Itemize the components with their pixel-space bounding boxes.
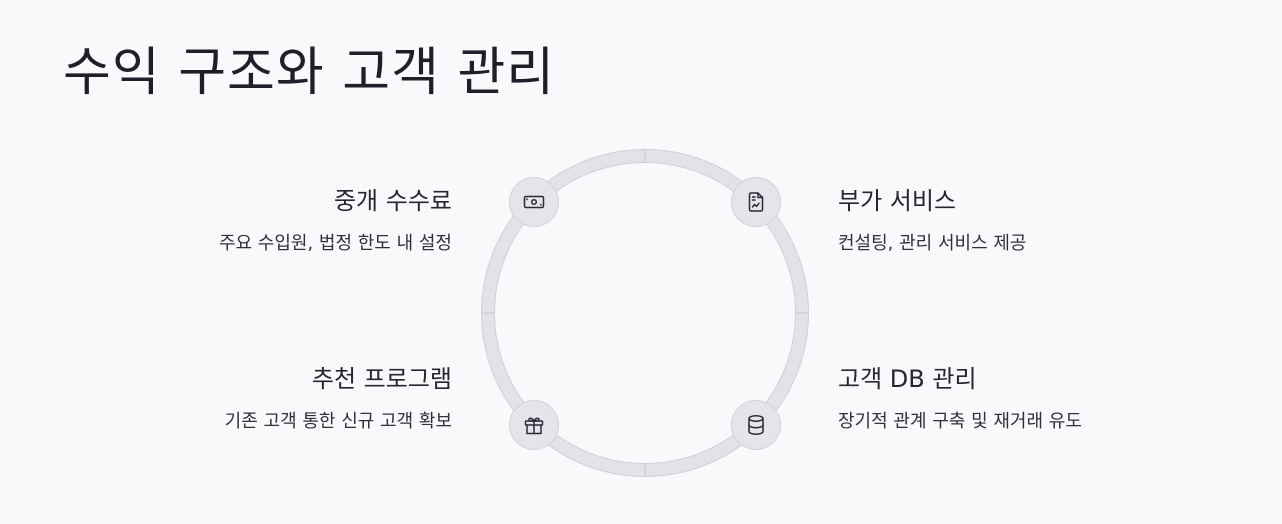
banknote-icon — [522, 190, 546, 214]
item-fee-desc: 주요 수입원, 법정 한도 내 설정 — [218, 233, 452, 254]
item-fee: 중개 수수료 주요 수입원, 법정 한도 내 설정 — [52, 186, 452, 256]
gift-icon — [522, 413, 546, 437]
item-referral: 추천 프로그램 기존 고객 통한 신규 고객 확보 — [52, 364, 452, 434]
node-referral — [509, 400, 559, 450]
item-service-desc: 컨설팅, 관리 서비스 제공 — [838, 233, 1027, 254]
item-database: 고객 DB 관리 장기적 관계 구축 및 재거래 유도 — [838, 364, 1238, 434]
item-database-desc: 장기적 관계 구축 및 재거래 유도 — [838, 411, 1082, 432]
item-fee-title: 중개 수수료 — [333, 187, 452, 215]
node-fee — [509, 177, 559, 227]
page-title: 수익 구조와 고객 관리 — [63, 43, 556, 103]
item-service-title: 부가 서비스 — [838, 187, 957, 215]
item-referral-title: 추천 프로그램 — [311, 365, 452, 393]
node-service — [731, 177, 781, 227]
node-database — [731, 400, 781, 450]
document-chart-icon — [744, 190, 768, 214]
item-service: 부가 서비스 컨설팅, 관리 서비스 제공 — [838, 186, 1238, 256]
database-icon — [744, 413, 768, 437]
item-referral-desc: 기존 고객 통한 신규 고객 확보 — [224, 411, 452, 432]
item-database-title: 고객 DB 관리 — [838, 365, 977, 393]
